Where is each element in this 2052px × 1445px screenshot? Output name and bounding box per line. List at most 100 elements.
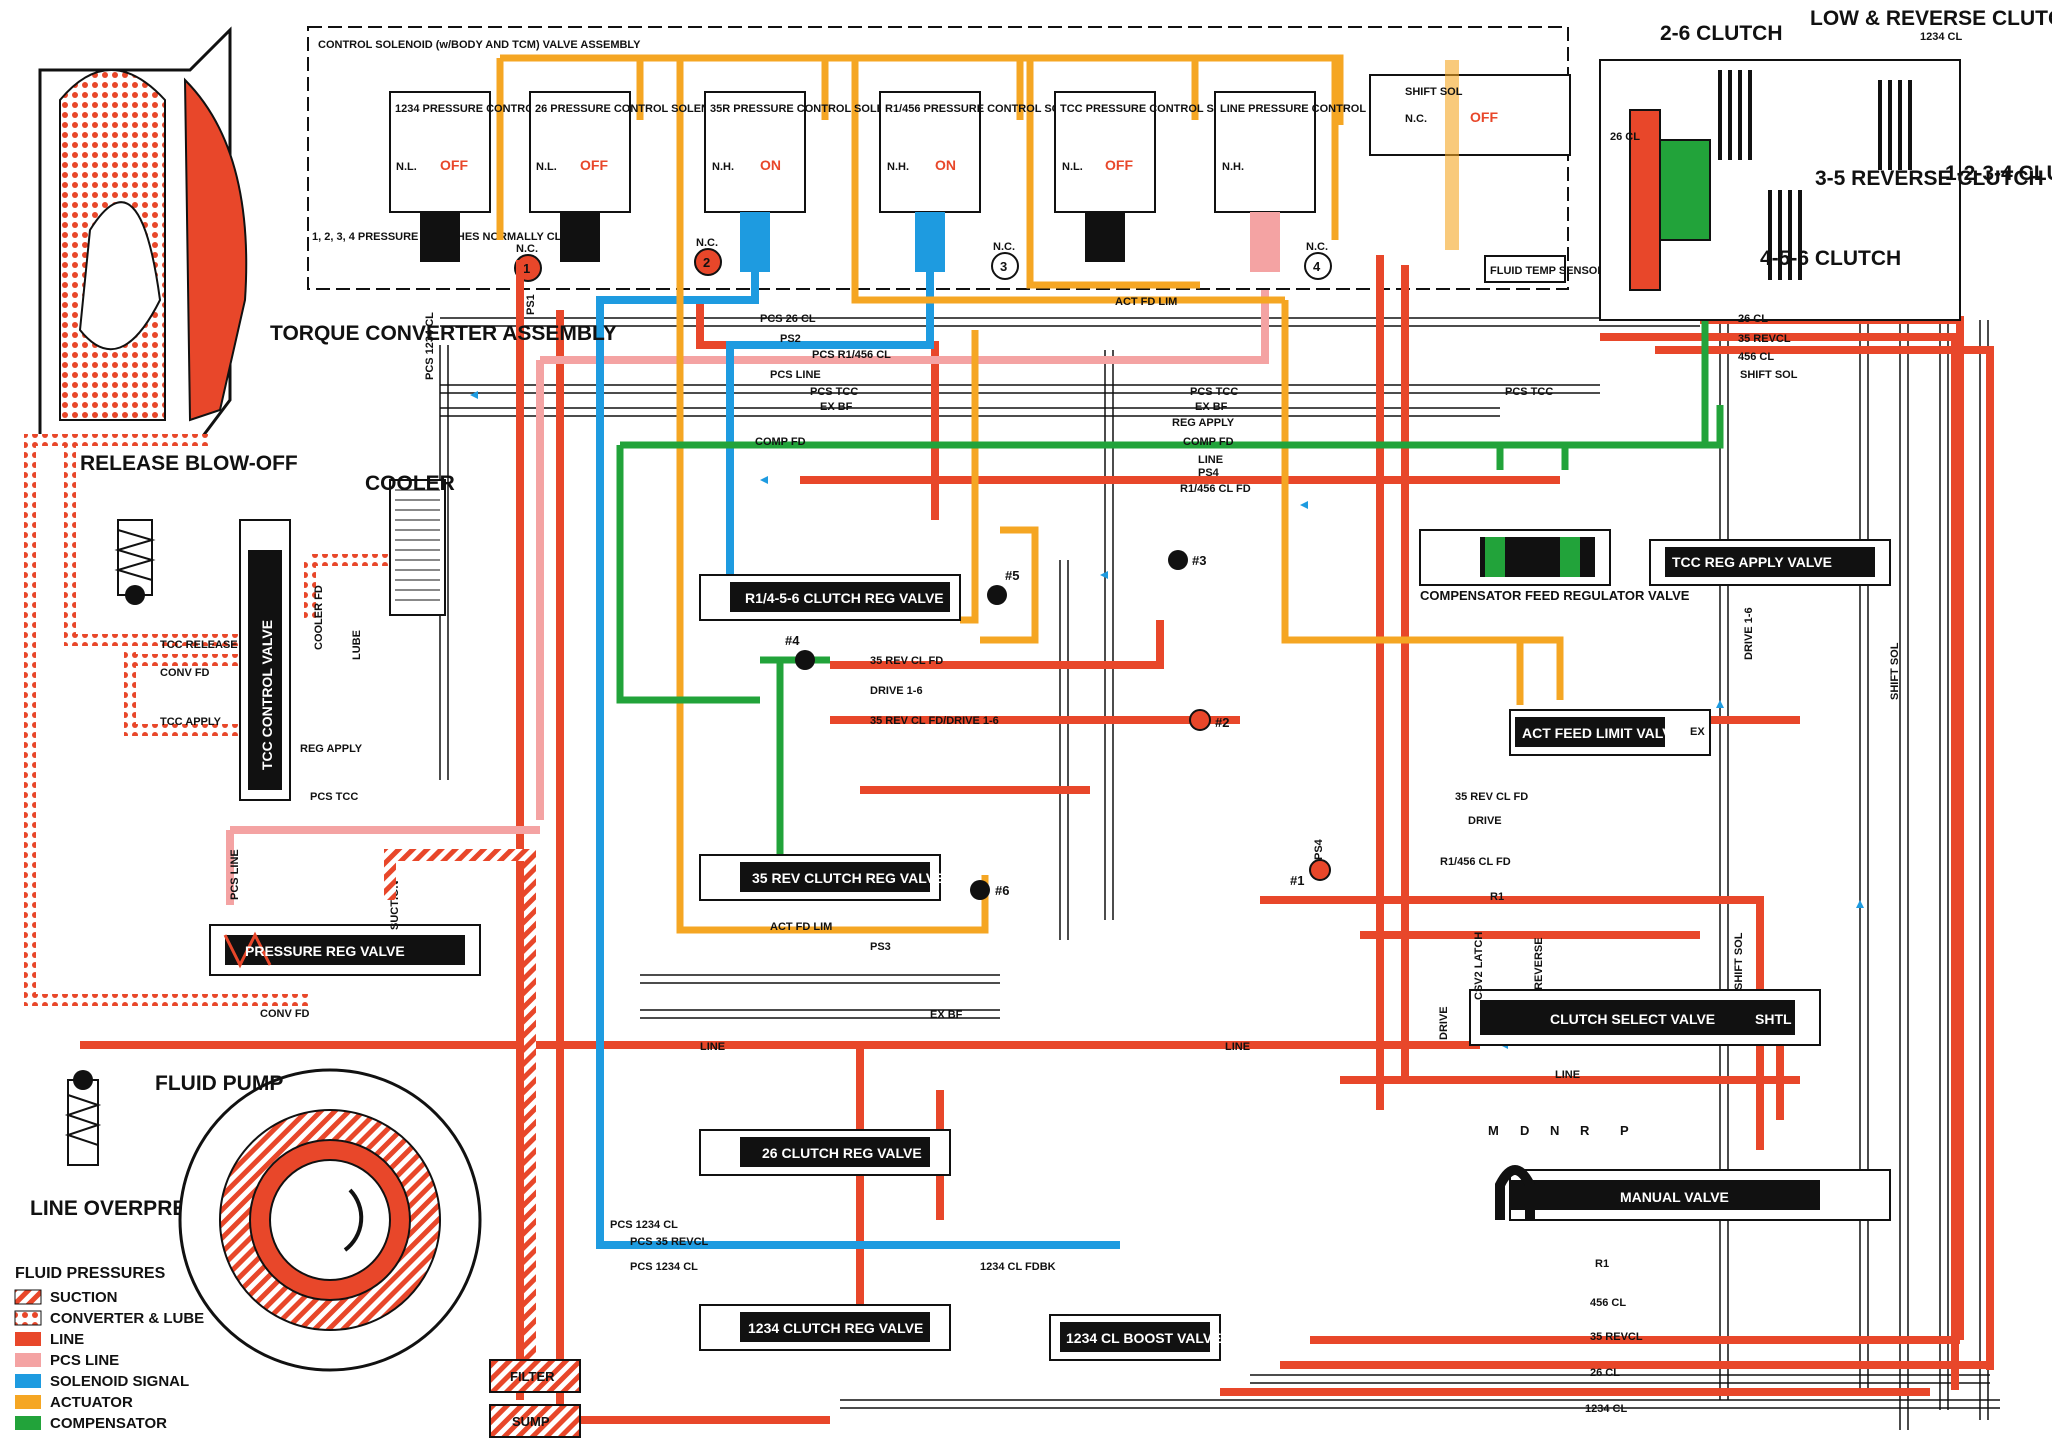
svg-text:26 CL: 26 CL: [1738, 313, 1768, 325]
svg-text:3: 3: [1000, 259, 1007, 274]
svg-text:EX BF: EX BF: [930, 1009, 963, 1021]
svg-text:COMPENSATOR: COMPENSATOR: [50, 1415, 167, 1432]
svg-text:ACT FD LIM: ACT FD LIM: [770, 921, 832, 933]
boost-1234-valve: 1234 CL BOOST VALVE: [1049, 1314, 1222, 1361]
svg-text:N.H.: N.H.: [887, 161, 909, 173]
svg-text:N.H.: N.H.: [1222, 161, 1244, 173]
svg-text:LINE: LINE: [1555, 1069, 1580, 1081]
svg-text:SHTL: SHTL: [1755, 1011, 1792, 1027]
cooler-label: COOLER: [365, 472, 455, 495]
clutch-4-5-6-label: 4-5-6 CLUTCH: [1760, 247, 1901, 270]
svg-text:ON: ON: [935, 157, 956, 173]
svg-text:SHIFT SOL: SHIFT SOL: [1405, 86, 1463, 98]
svg-text:P: P: [1620, 1123, 1629, 1138]
svg-text:#2: #2: [1215, 715, 1229, 730]
svg-text:SHIFT SOL: SHIFT SOL: [1889, 642, 1901, 700]
solenoid-line: LINE PRESSURE CONTROL SOLENOID N.H.: [1214, 91, 1426, 272]
svg-text:PCS 35 REVCL: PCS 35 REVCL: [630, 1236, 709, 1248]
legend-swatch-actuator: [15, 1395, 41, 1409]
svg-text:1234 CL FDBK: 1234 CL FDBK: [980, 1261, 1056, 1273]
torque-converter-label: TORQUE CONVERTER ASSEMBLY: [270, 322, 617, 345]
svg-text:COMP FD: COMP FD: [1183, 436, 1234, 448]
svg-text:R1: R1: [1595, 1258, 1609, 1270]
svg-text:26 PRESSURE CONTROL SOLENOID 4: 26 PRESSURE CONTROL SOLENOID 4: [535, 103, 739, 115]
svg-text:OFF: OFF: [1105, 157, 1133, 173]
svg-text:PS4: PS4: [1313, 838, 1325, 860]
svg-text:PCS LINE: PCS LINE: [50, 1352, 119, 1369]
tcc-release-label: TCC RELEASE: [160, 639, 238, 651]
solenoid-tcc: TCC PRESSURE CONTROL SOLENOID N.L. OFF: [1054, 91, 1264, 262]
reg-apply-label: REG APPLY: [300, 743, 363, 755]
clutch-pack: 2-6 CLUTCH LOW & REVERSE CLUTCH 3-5 REVE…: [1599, 7, 2052, 321]
svg-text:R1/456 CL FD: R1/456 CL FD: [1440, 856, 1511, 868]
svg-text:M: M: [1488, 1123, 1499, 1138]
pressure-switch-4: 4 N.C.: [1304, 241, 1332, 280]
svg-text:PCS LINE: PCS LINE: [770, 369, 821, 381]
svg-text:REG APPLY: REG APPLY: [1172, 417, 1235, 429]
tcc-apply-label: TCC APPLY: [160, 716, 222, 728]
legend-swatch-compensator: [15, 1416, 41, 1430]
solenoid-35r: 35R PRESSURE CONTROL SOLENOID 2 N.H. ON: [704, 91, 921, 272]
checkballs: #1 #2 #3 #4 #5 #6: [785, 550, 1331, 900]
svg-text:REVERSE: REVERSE: [1533, 937, 1545, 990]
svg-text:#3: #3: [1192, 553, 1206, 568]
svg-text:SHIFT SOL: SHIFT SOL: [1740, 369, 1798, 381]
prndl-indicator: M D N R P: [1488, 1123, 1629, 1138]
conv-fd-label: CONV FD: [160, 667, 210, 679]
svg-text:PCS TCC: PCS TCC: [1505, 386, 1553, 398]
svg-text:CONVERTER & LUBE: CONVERTER & LUBE: [50, 1310, 204, 1327]
svg-text:CSV2 LATCH: CSV2 LATCH: [1473, 932, 1485, 1000]
svg-text:R1: R1: [1490, 891, 1504, 903]
sump: SUMP: [489, 1404, 581, 1438]
svg-text:ACT FEED LIMIT VALVE: ACT FEED LIMIT VALVE: [1522, 725, 1681, 741]
svg-text:26 CL: 26 CL: [1590, 1367, 1620, 1379]
svg-text:35 REV CLUTCH REG VALVE: 35 REV CLUTCH REG VALVE: [752, 870, 944, 886]
svg-text:TCC PRESSURE CONTROL SOLENOID: TCC PRESSURE CONTROL SOLENOID: [1060, 103, 1264, 115]
passages-line: [80, 255, 1994, 1424]
filter-label: FILTER: [510, 1369, 555, 1384]
svg-text:4: 4: [1313, 259, 1321, 274]
svg-text:DRIVE 1-6: DRIVE 1-6: [870, 685, 923, 697]
flow-arrows: [470, 391, 1864, 1049]
svg-text:PS3: PS3: [870, 941, 891, 953]
svg-text:PCS TCC: PCS TCC: [1190, 386, 1238, 398]
svg-text:MANUAL VALVE: MANUAL VALVE: [1620, 1189, 1729, 1205]
svg-text:DRIVE 1-6: DRIVE 1-6: [1743, 607, 1755, 660]
clutch-1-2-3-4-label: 1-2-3-4 CLUTCH: [1945, 162, 2052, 185]
fluid-pump-label: FLUID PUMP: [155, 1072, 283, 1095]
svg-text:OFF: OFF: [1470, 109, 1498, 125]
svg-text:N.L.: N.L.: [396, 161, 417, 173]
svg-text:456 CL: 456 CL: [1590, 1297, 1626, 1309]
svg-text:LINE: LINE: [1198, 454, 1223, 466]
pcs-line-label: PCS LINE: [229, 849, 241, 900]
svg-text:35 REV CL FD/DRIVE 1-6: 35 REV CL FD/DRIVE 1-6: [870, 715, 999, 727]
svg-text:SHIFT SOL: SHIFT SOL: [1733, 932, 1745, 990]
svg-text:N: N: [1550, 1123, 1559, 1138]
suction-passages: [384, 849, 536, 1360]
clutch-26-reg-valve: 26 CLUTCH REG VALVE: [699, 1129, 951, 1176]
comp-feed-reg-label: COMPENSATOR FEED REGULATOR VALVE: [1420, 588, 1690, 603]
passages-pcs-line: [226, 290, 1269, 905]
svg-text:35 REV CL FD: 35 REV CL FD: [1455, 791, 1528, 803]
tcc-control-valve-label: TCC CONTROL VALVE: [259, 620, 275, 770]
svg-text:N.L.: N.L.: [1062, 161, 1083, 173]
svg-text:EX BF: EX BF: [1195, 401, 1228, 413]
converter-passages: [24, 434, 400, 1006]
legend-swatch-converter: [14, 1310, 42, 1326]
cooler: COOLER: [365, 472, 455, 616]
svg-text:26 CLUTCH REG VALVE: 26 CLUTCH REG VALVE: [762, 1145, 922, 1161]
svg-text:N.L.: N.L.: [536, 161, 557, 173]
legend-title: FLUID PRESSURES: [15, 1265, 166, 1282]
shift-solenoid: SHIFT SOL N.C. OFF: [1369, 60, 1571, 250]
pressure-switch-3: 3 N.C.: [991, 241, 1019, 280]
solenoid-26: 26 PRESSURE CONTROL SOLENOID 4 N.L. OFF: [529, 91, 739, 262]
svg-text:N.C.: N.C.: [1306, 241, 1328, 253]
tcc-reg-apply-valve: TCC REG APPLY VALVE: [1649, 539, 1891, 586]
pressure-reg-valve-label: PRESSURE REG VALVE: [245, 943, 405, 959]
svg-text:26 CL: 26 CL: [1610, 131, 1640, 143]
svg-text:EX BF: EX BF: [820, 401, 853, 413]
lube-label: LUBE: [351, 630, 363, 660]
svg-text:2: 2: [703, 255, 710, 270]
svg-text:DRIVE: DRIVE: [1438, 1006, 1450, 1040]
torque-converter: TORQUE CONVERTER ASSEMBLY: [38, 26, 617, 442]
